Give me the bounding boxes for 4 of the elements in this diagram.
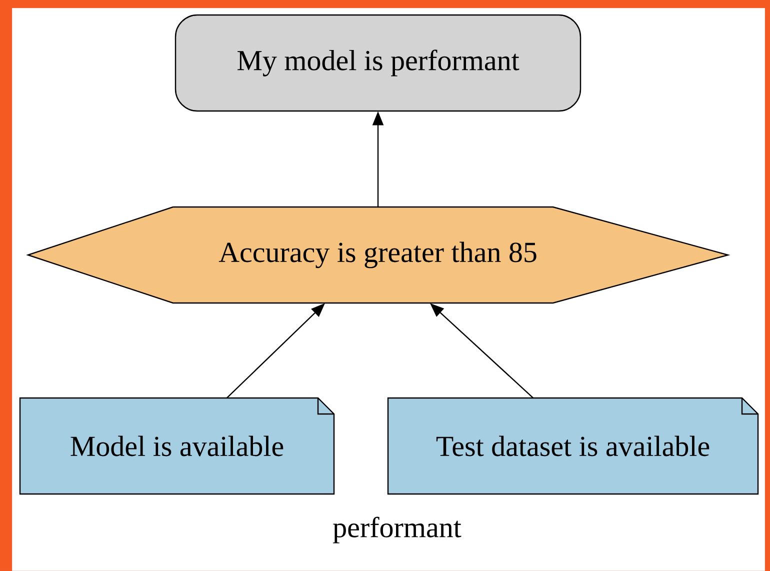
- note-box: Test dataset is available: [387, 397, 759, 495]
- rounded-box: My model is performant: [174, 14, 582, 112]
- caption: performant: [333, 516, 462, 544]
- note-box: Model is available: [19, 397, 335, 495]
